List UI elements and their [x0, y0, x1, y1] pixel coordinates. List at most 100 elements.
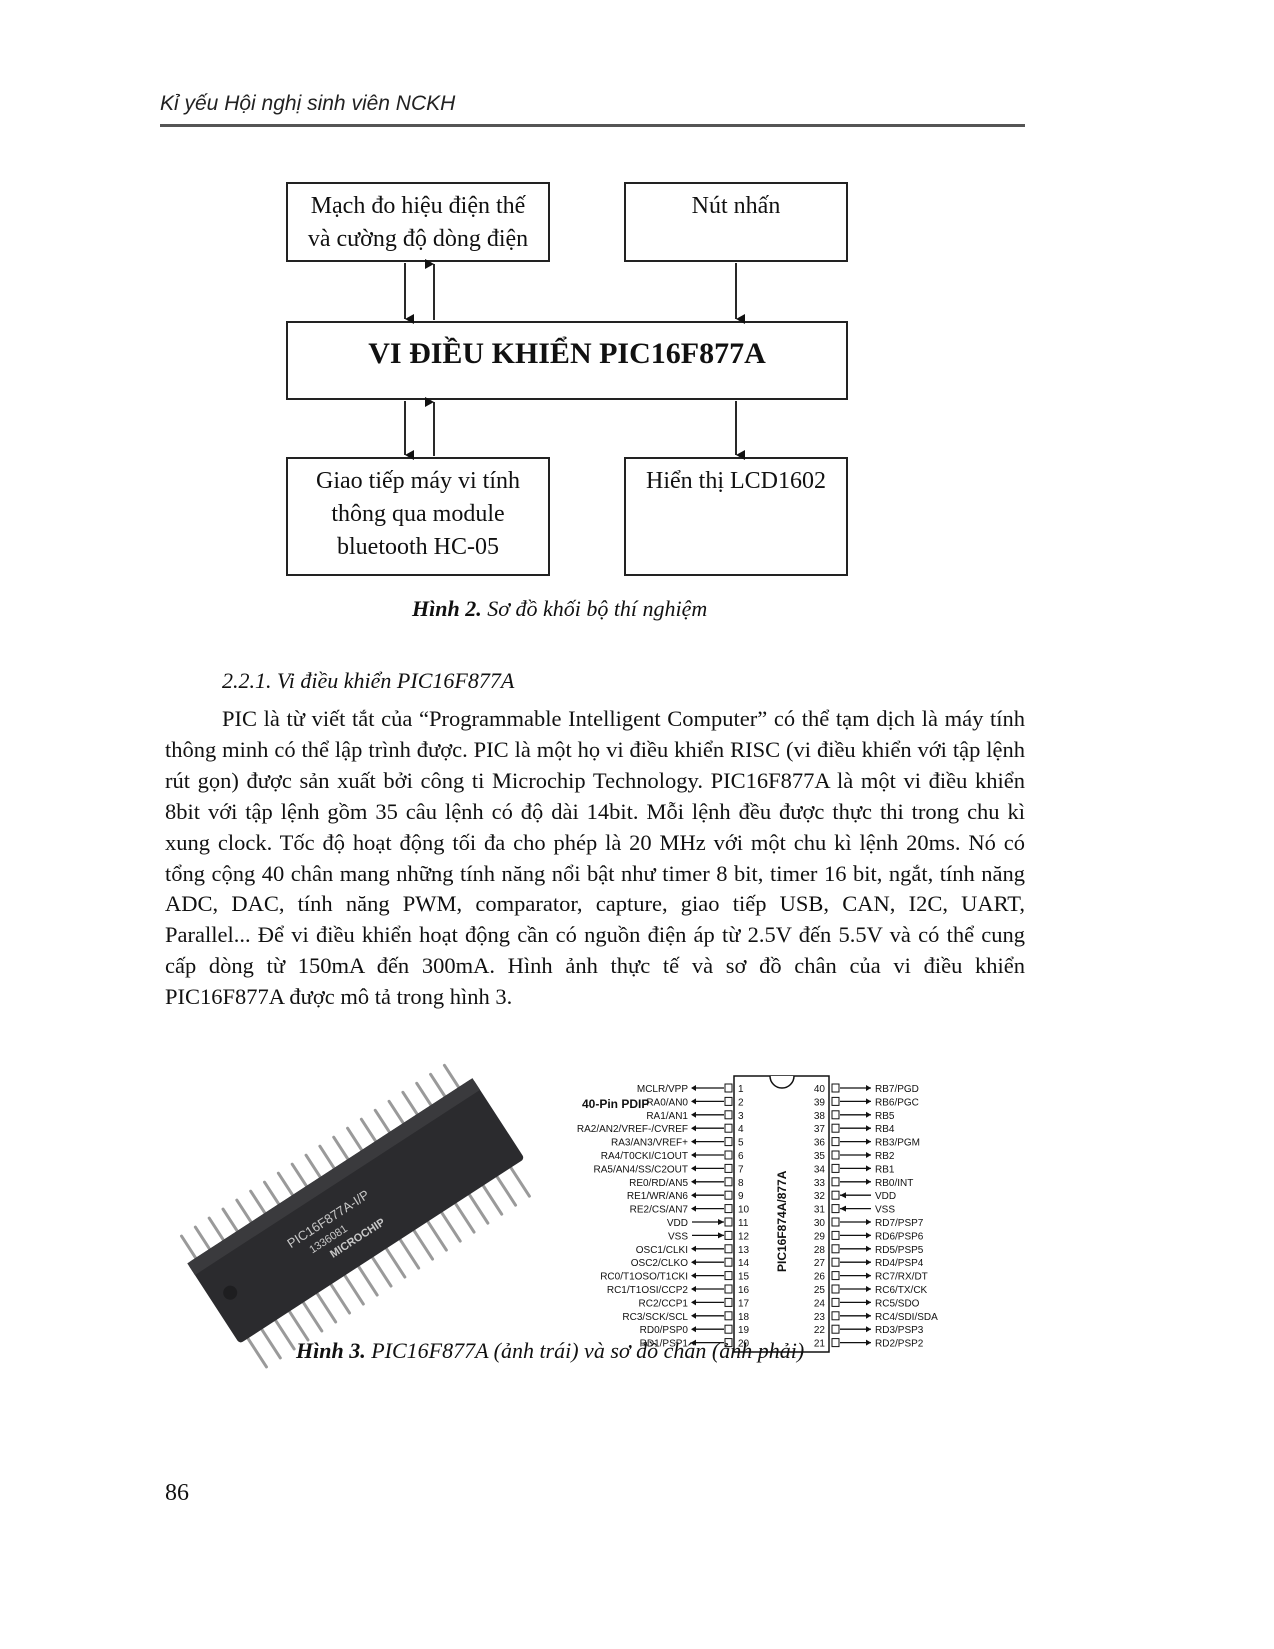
chip-notch: [769, 1075, 795, 1089]
pin-number-right: 40: [814, 1084, 826, 1095]
pin-label-left: RC3/SCK/SCL: [622, 1312, 688, 1323]
chip-leg: [495, 1175, 518, 1207]
pin-pad-right: [831, 1083, 840, 1093]
chip-leg: [315, 1291, 338, 1324]
pin-arrow-left: [691, 1259, 696, 1266]
pin-number-left: 13: [738, 1245, 750, 1256]
pin-pad-right: [831, 1244, 840, 1254]
chip-leg: [454, 1202, 476, 1234]
pin-arrow-left: [691, 1125, 696, 1132]
pin-number-right: 37: [814, 1124, 826, 1135]
pin-number-right: 36: [814, 1138, 826, 1149]
pin-arrow-right: [866, 1299, 871, 1306]
chip-leg: [263, 1180, 281, 1206]
chip-leg: [329, 1282, 352, 1315]
pin-label-left: RA2/AN2/VREF-/CVREF: [577, 1124, 688, 1135]
pin-label-left: OSC2/CLKO: [631, 1258, 688, 1269]
pin-number-left: 11: [738, 1218, 749, 1229]
pin-pad-right: [831, 1338, 840, 1348]
figure2-label: Hình 2.: [412, 596, 482, 621]
pin-pad-left: [724, 1311, 733, 1321]
pin-pad-left: [724, 1096, 733, 1106]
pin-arrow-right: [866, 1138, 871, 1145]
pin-label-left: MCLR/VPP: [637, 1084, 688, 1095]
pin-arrow-left: [691, 1098, 696, 1105]
box-measure-line1: Mạch đo hiệu điện thế: [310, 193, 526, 219]
pin-label-left: RC2/CCP1: [639, 1298, 689, 1309]
chip-leg: [440, 1211, 462, 1243]
box-pc-line3: bluetooth HC-05: [337, 534, 499, 560]
pin-number-right: 25: [814, 1285, 826, 1296]
pin-number-left: 9: [738, 1191, 744, 1202]
pin-number-right: 29: [814, 1231, 826, 1242]
pin-label-left: RA3/AN3/VREF+: [611, 1138, 688, 1149]
pin-number-right: 31: [814, 1205, 826, 1216]
pin-label-right: RD6/PSP6: [875, 1231, 924, 1242]
chip-leg: [429, 1072, 447, 1098]
pin-number-right: 26: [814, 1272, 826, 1283]
pin-number-left: 17: [738, 1298, 750, 1309]
pin-label-right: VSS: [875, 1205, 895, 1216]
chip-leg: [276, 1171, 295, 1197]
pin-arrow-left: [691, 1272, 696, 1279]
chip-leg: [481, 1184, 504, 1216]
pin-label-left: RD0/PSP0: [640, 1325, 689, 1336]
chip-leg: [359, 1117, 378, 1143]
pin-label-left: RA5/AN4/SS/C2OUT: [594, 1164, 688, 1175]
pin-arrow-left: [718, 1219, 724, 1225]
pin-arrow-right: [840, 1205, 846, 1212]
pin-label-left: RE1/WR/AN6: [627, 1191, 689, 1202]
pin-pad-left: [724, 1244, 733, 1254]
chip-leg: [373, 1108, 391, 1134]
pin-pad-right: [831, 1230, 840, 1240]
pin-pad-right: [831, 1324, 840, 1334]
pin-number-right: 27: [814, 1258, 826, 1269]
pin-pad-left: [724, 1150, 733, 1160]
chip-leg: [332, 1135, 350, 1161]
pin-label-right: RB5: [875, 1111, 895, 1122]
pin-number-left: 19: [738, 1325, 750, 1336]
pin-label-left: RE0/RD/AN5: [629, 1178, 688, 1189]
figure2-text: Sơ đồ khối bộ thí nghiệm: [481, 596, 708, 621]
pin-label-right: RC7/RX/DT: [875, 1272, 928, 1283]
pin-label-left: RA0/AN0: [646, 1097, 688, 1108]
pinout-title: 40-Pin PDIP: [582, 1097, 649, 1111]
chip-leg: [301, 1300, 324, 1333]
pin-arrow-left: [691, 1165, 696, 1172]
pin-pad-left: [724, 1204, 733, 1214]
pin-number-left: 10: [738, 1205, 750, 1216]
pin-pad-right: [831, 1137, 840, 1147]
pin-label-left: RA1/AN1: [646, 1111, 688, 1122]
pin-arrow-right: [866, 1259, 871, 1266]
pin-arrow-right: [866, 1312, 871, 1319]
pin-pad-right: [831, 1150, 840, 1160]
pin-label-right: RB4: [875, 1124, 895, 1135]
box-pc-interface: Giao tiếp máy vi tính thông qua module b…: [286, 457, 550, 576]
pin-pad-left: [724, 1190, 733, 1200]
pin-label-left: RC1/T1OSI/CCP2: [607, 1285, 689, 1296]
chip-leg: [426, 1220, 448, 1252]
pin-number-right: 23: [814, 1312, 826, 1323]
chip-leg: [235, 1198, 253, 1224]
pin-number-right: 22: [814, 1325, 826, 1336]
box-mcu: VI ĐIỀU KHIỂN PIC16F877A: [286, 321, 848, 400]
pin-arrow-right: [866, 1232, 871, 1239]
section-heading: 2.2.1. Vi điều khiển PIC16F877A: [222, 668, 515, 693]
pin-number-right: 38: [814, 1111, 826, 1122]
pin-arrow-right: [866, 1178, 871, 1185]
pin-label-right: VDD: [875, 1191, 896, 1202]
pin-arrow-left: [691, 1245, 696, 1252]
pin-label-left: RC0/T1OSO/T1CKI: [600, 1272, 688, 1283]
chip-leg: [274, 1318, 296, 1351]
pin-pad-right: [831, 1163, 840, 1173]
figure3-text: PIC16F877A (ảnh trái) và sơ đồ chân (ảnh…: [365, 1338, 805, 1363]
chip-leg: [509, 1166, 531, 1198]
pin-arrow-right: [866, 1098, 871, 1105]
pin-arrow-right: [866, 1219, 871, 1225]
pin-number-right: 35: [814, 1151, 826, 1162]
pin-arrow-left: [691, 1205, 696, 1212]
pin-pad-right: [831, 1271, 840, 1281]
page-number: 86: [165, 1480, 189, 1506]
pin-pad-left: [724, 1230, 733, 1240]
